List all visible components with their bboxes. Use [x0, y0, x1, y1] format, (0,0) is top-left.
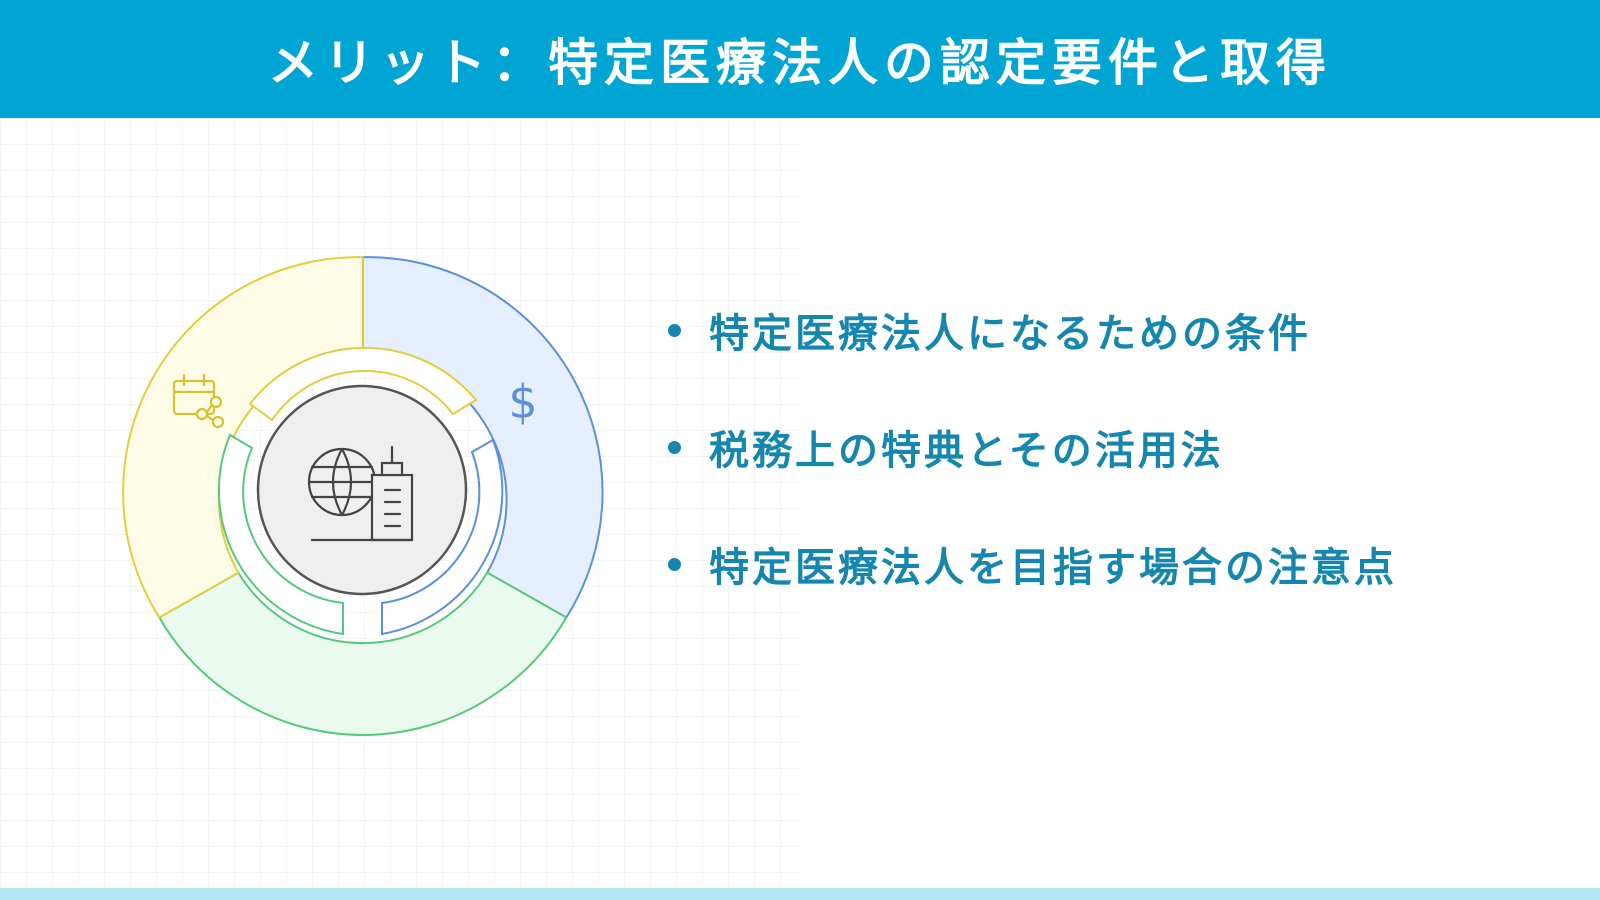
cycle-diagram: $	[122, 256, 604, 736]
bullet-text: 特定医療法人を目指す場合の注意点	[709, 545, 1397, 591]
page-title: メリット：特定医療法人の認定要件と取得	[268, 34, 1332, 92]
list-item: 特定医療法人を目指す場合の注意点	[668, 539, 1397, 591]
center-circle	[256, 384, 468, 596]
globe-building-icon	[307, 445, 414, 542]
bullet-dot	[668, 557, 681, 571]
bullet-dot	[668, 323, 681, 337]
inner-band-right	[381, 438, 504, 636]
list-item: 税務上の特典とその活用法	[668, 422, 1397, 474]
header-bar: メリット：特定医療法人の認定要件と取得	[0, 0, 1600, 118]
inner-band-left	[217, 433, 344, 636]
bullet-list: 特定医療法人になるための条件 税務上の特典とその活用法 特定医療法人を目指す場合…	[668, 305, 1397, 656]
segment-bottom	[157, 571, 568, 736]
dollar-icon: $	[508, 375, 537, 429]
bullet-text: 税務上の特典とその活用法	[709, 428, 1224, 474]
calendar-share-icon	[172, 373, 225, 429]
bullet-text: 特定医療法人になるための条件	[709, 311, 1311, 357]
footer-bar	[0, 888, 1600, 900]
bullet-dot	[668, 440, 681, 454]
inner-band-top	[248, 346, 478, 422]
list-item: 特定医療法人になるための条件	[668, 305, 1397, 357]
